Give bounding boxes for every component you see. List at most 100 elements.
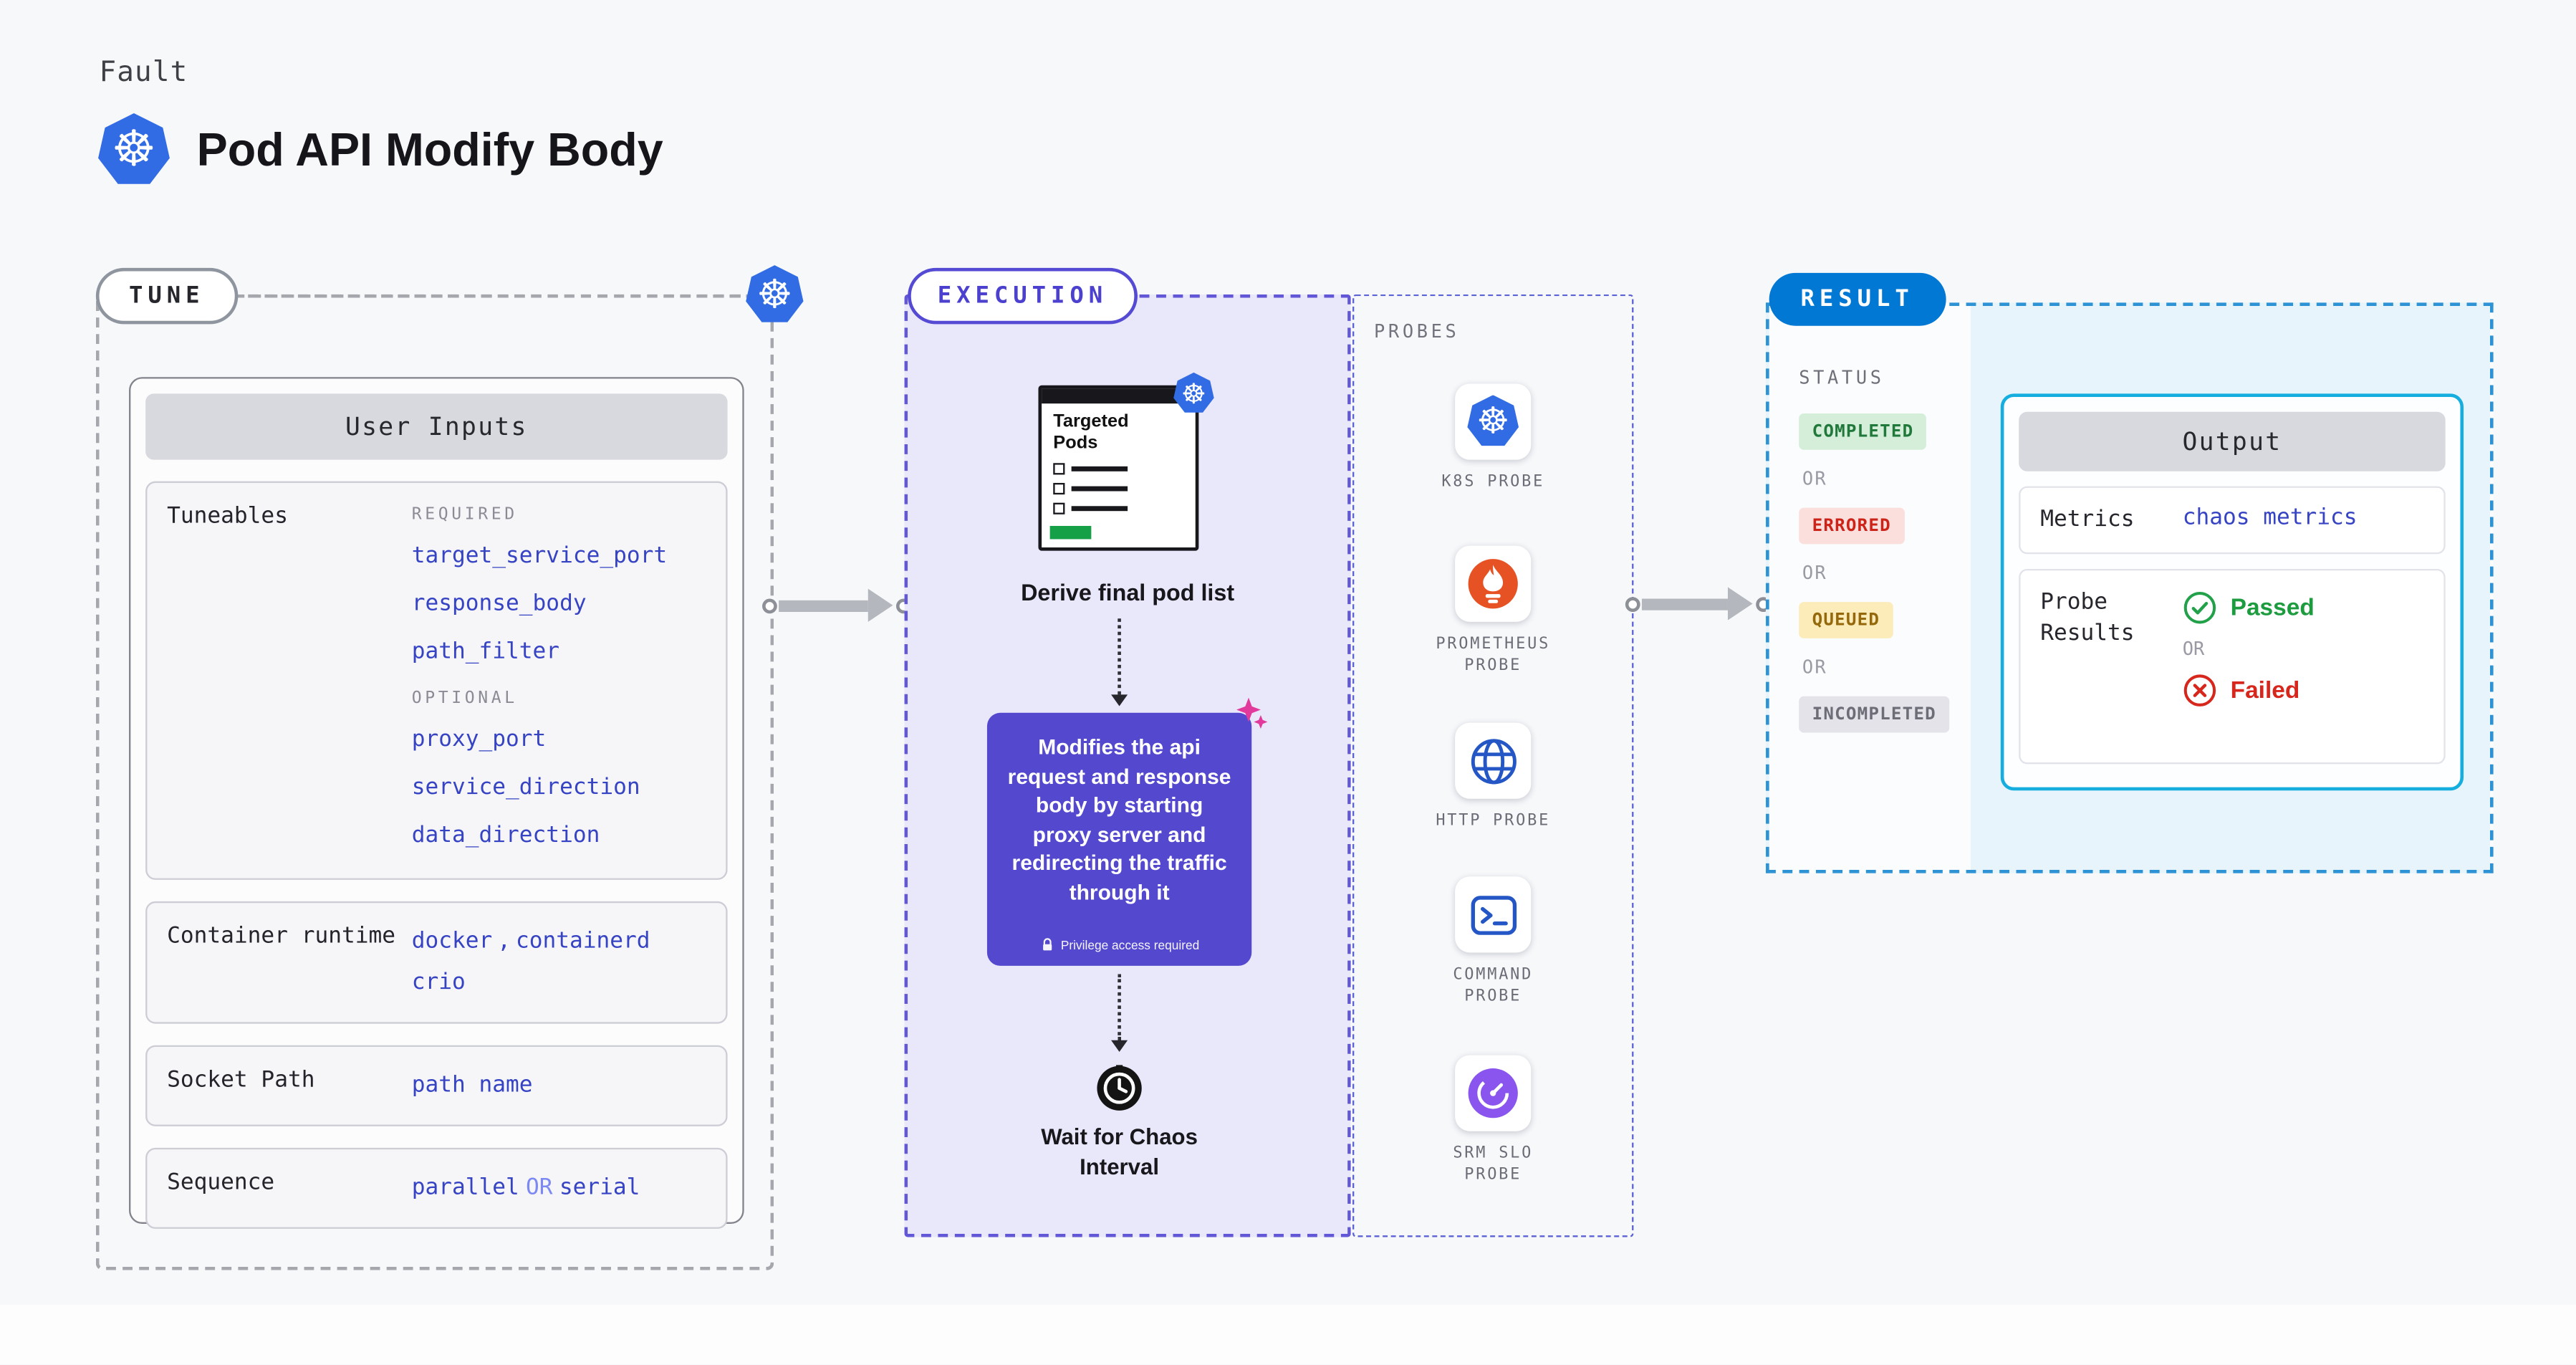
tuneable-optional-item: proxy_port [411,726,547,753]
status-badge-queued: QUEUED [1799,602,1893,638]
connector-dot [762,598,777,613]
fault-kicker: Fault [99,56,188,90]
window-title-bar [1042,388,1196,404]
wait-chaos-interval-label: Wait for Chaos Interval [1041,1124,1198,1179]
flow-connector [1118,618,1121,695]
probe-item-http: HTTP PROBE [1352,722,1633,833]
sequence-or: OR [526,1174,553,1201]
x-circle-icon [2183,674,2216,707]
arrow-probes-to-result [1625,585,1771,622]
output-card: Output Metrics chaos metrics Probe Resul… [2000,393,2464,791]
output-header: Output [2019,411,2446,471]
failed-label: Failed [2230,677,2300,704]
arrow-shaft [779,599,868,611]
probe-label: PROMETHEUS PROBE [1436,635,1551,674]
probe-label: HTTP PROBE [1436,812,1551,830]
tuneables-label: Tuneables [167,502,288,530]
derive-pod-list-label: Derive final pod list [1021,578,1235,605]
page-title: Pod API Modify Body [196,124,663,176]
tuneable-optional-item: service_direction [411,774,640,801]
pod-list-row [1053,463,1183,475]
targeted-pods-title: Targeted Pods [1053,411,1129,454]
result-section-label: RESULT [1769,272,1946,326]
title-row: ☸ Pod API Modify Body [96,112,663,188]
privilege-note-row: Privilege access required [1004,937,1235,953]
status-label: STATUS [1799,367,1885,389]
tuneable-required-item: path_filter [411,638,560,665]
probe-item-prometheus: PROMETHEUS PROBE [1352,545,1633,676]
runtime-docker: docker [411,927,493,954]
probe-tile [1455,1055,1532,1131]
passed-row: Passed [2183,590,2315,625]
tuneable-optional-item: data_direction [411,822,600,849]
progress-bar [1049,525,1092,540]
chaos-interval-clock-icon [1093,1060,1146,1121]
or-separator: OR [1802,562,1828,584]
metrics-value: chaos metrics [2182,504,2358,531]
sequence-serial: serial [559,1174,640,1201]
socket-path-panel: Socket Path path name [145,1045,728,1126]
lock-icon [1042,938,1052,951]
arrow-shaft [1641,598,1728,610]
checkbox-icon [1053,502,1065,514]
srm-slo-gauge-icon [1468,1068,1518,1119]
runtime-separator: , [497,927,511,954]
probes-section-label: PROBES [1374,320,1460,343]
pod-line [1071,487,1128,491]
probe-results-label: Probe Results [2040,588,2135,647]
check-circle-icon [2183,592,2216,624]
or-separator: OR [1802,468,1828,490]
or-separator: OR [1802,656,1828,679]
execution-section-label: EXECUTION [908,267,1138,325]
socket-path-value: path name [411,1071,533,1098]
probe-label: COMMAND PROBE [1453,965,1534,1005]
pod-line [1071,507,1128,511]
container-runtime-panel: Container runtime docker,containerd crio [145,901,728,1024]
or-separator: OR [2182,638,2205,660]
arrow-head-icon [1727,587,1753,621]
probe-tile [1455,545,1532,622]
user-inputs-header: User Inputs [145,393,728,460]
targeted-pods-window: Targeted Pods ☸ [1038,372,1214,551]
kubernetes-logo-glyph: ☸ [1181,378,1207,410]
container-runtime-values: docker,containerd [412,921,706,963]
passed-label: Passed [2230,594,2315,621]
tune-section-box [95,294,774,1270]
probe-label: SRM SLO PROBE [1453,1144,1534,1184]
tuneable-required-item: target_service_port [411,542,668,569]
modify-step-box: Modifies the api request and response bo… [986,697,1268,966]
metrics-label: Metrics [2040,506,2135,533]
sequence-label: Sequence [167,1169,275,1196]
http-globe-icon [1470,738,1516,784]
probe-item-command: COMMAND PROBE [1352,876,1633,1007]
probe-item-srm-slo: SRM SLO PROBE [1352,1055,1633,1186]
status-badge-errored: ERRORED [1799,507,1905,545]
status-column: COMPLETED OR ERRORED OR QUEUED OR INCOMP… [1799,413,1950,733]
kubernetes-logo-glyph: ☸ [756,272,793,317]
probe-tile [1455,876,1532,953]
probe-results-row: Probe Results Passed OR Failed [2019,568,2446,765]
status-badge-completed: COMPLETED [1799,413,1927,450]
tuneables-panel: Tuneables REQUIRED target_service_port r… [145,481,728,880]
runtime-crio: crio [411,969,466,996]
arrow-tune-to-execution [762,587,911,623]
privilege-note: Privilege access required [1060,937,1200,953]
pod-list-row [1053,482,1183,495]
probe-item-k8s: ☸ K8S PROBE [1352,383,1633,493]
arrow-head-icon [868,588,893,622]
modify-step-text: Modifies the api request and response bo… [1007,734,1231,904]
chaos-pin-icon [1236,697,1268,729]
socket-path-label: Socket Path [167,1066,315,1093]
sequence-parallel: parallel [411,1174,519,1201]
connector-dot [1625,596,1640,611]
kubernetes-icon: ☸ [98,113,170,184]
kubernetes-logo-glyph: ☸ [1476,400,1509,442]
kubernetes-icon: ☸ [1467,395,1519,446]
tune-section-label: TUNE [95,267,238,325]
required-label: REQUIRED [411,506,518,525]
arrow-down-icon [1111,1040,1128,1052]
tuneable-required-item: response_body [411,590,587,617]
